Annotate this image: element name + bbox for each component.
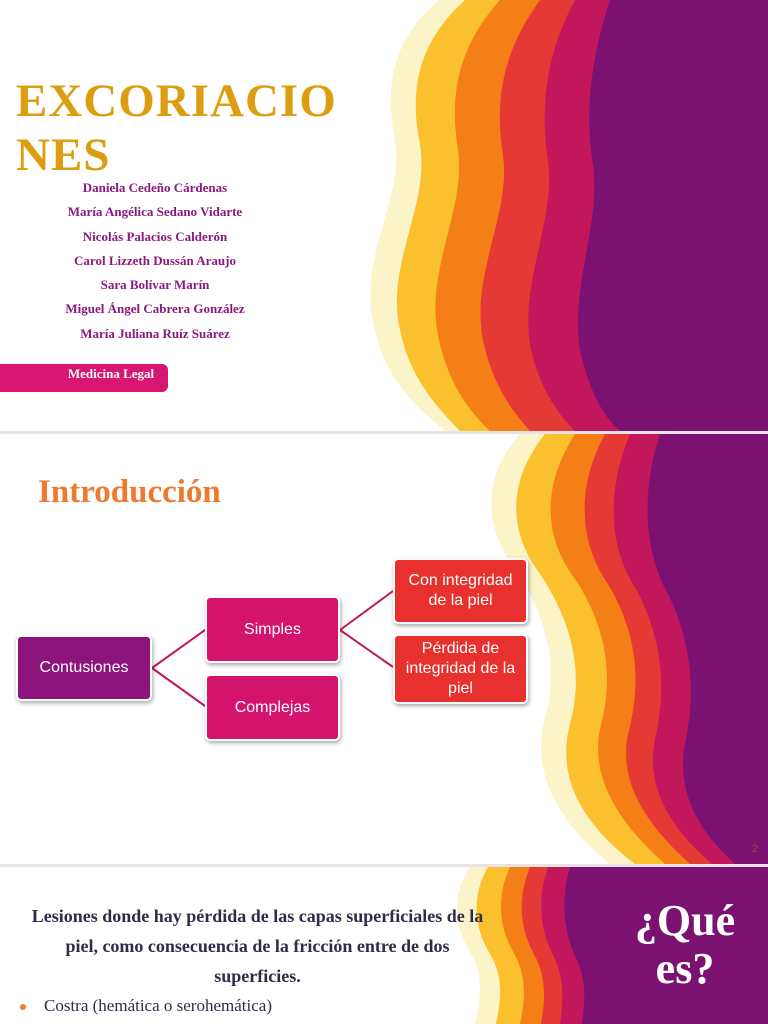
node-simples: Simples [205,596,340,663]
wave-background-graphic [456,867,768,1024]
wave-background-graphic [370,0,768,431]
node-perdida-integridad: Pérdida de integridad de la piel [393,634,528,704]
author-list: Daniela Cedeño Cárdenas María Angélica S… [30,176,280,346]
page-number: 2 [751,843,758,855]
definition-slide: Lesiones donde hay pérdida de las capas … [0,867,768,1024]
author-name: Miguel Ángel Cabrera González [65,301,245,317]
course-info: Medicina Legal 2020-2 [56,363,166,409]
presentation-title: EXCORIACIONES [16,75,337,181]
slide-title: Introducción [38,474,221,510]
author-name: Daniela Cedeño Cárdenas [82,180,228,195]
bullet-icon [20,1004,26,1010]
course-name: Medicina Legal [67,366,155,381]
author-name: Nicolás Palacios Calderón [82,228,228,244]
author-name: María Angélica Sedano Vidarte [67,204,243,220]
node-complejas: Complejas [205,674,340,741]
slide-heading: ¿Qué es? [634,896,736,993]
intro-slide: Introducción Contusiones Simples Complej… [0,434,768,864]
course-period: 2020-2 [92,390,130,405]
course-banner [0,364,168,392]
node-contusiones: Contusiones [16,635,152,701]
title-slide: EXCORIACIONES Daniela Cedeño Cárdenas Ma… [0,0,768,431]
node-con-integridad: Con integridad de la piel [393,558,528,624]
author-name: María Juliana Ruíz Suárez [80,325,230,341]
diagram-connectors [151,590,394,707]
author-name: Sara Bolívar Marín [100,277,210,293]
definition-text: Lesiones donde hay pérdida de las capas … [31,906,484,986]
wave-background-graphic [491,434,768,864]
author-name: Carol Lizzeth Dussán Araujo [74,252,236,268]
bullet-item: Costra (hemática o serohemática) [44,996,272,1015]
